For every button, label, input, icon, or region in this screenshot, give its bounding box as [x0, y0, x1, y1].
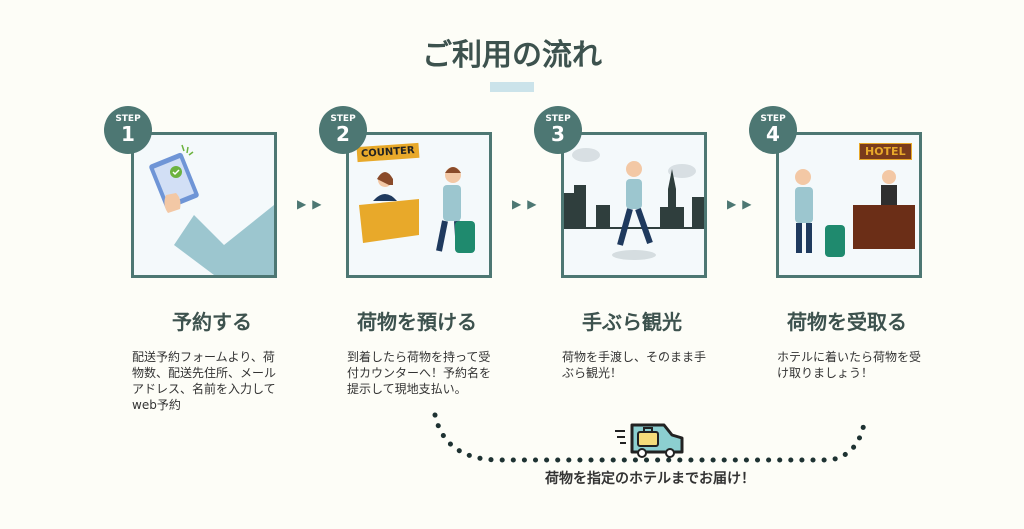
step-label: STEP [545, 114, 571, 124]
step-label: STEP [760, 114, 786, 124]
phone-hand-icon [149, 144, 274, 275]
step-4-title: 荷物を受取る [787, 310, 907, 334]
title-underline [490, 82, 534, 92]
page-title: ご利用の流れ [422, 38, 602, 73]
step-number: 4 [766, 122, 780, 146]
step-label: STEP [115, 114, 141, 124]
step-label: STEP [330, 114, 356, 124]
step-number: 1 [121, 122, 135, 146]
step-3-illustration [561, 132, 707, 278]
step-1-title: 予約する [172, 310, 252, 334]
arrow-icon: ▶▶ [512, 197, 543, 211]
hotel-reception-icon [795, 169, 915, 257]
delivery-caption: 荷物を指定のホテルまでお届け！ [545, 471, 755, 487]
step-1-desc: 配送予約フォームより、荷物数、配送先住所、メールアドレス、名前を入力してweb予… [132, 350, 277, 412]
step-4-desc: ホテルに着いたら荷物を受け取りましょう！ [777, 350, 922, 380]
truck-icon [615, 423, 684, 458]
arrow-icon: ▶▶ [297, 197, 328, 211]
arrow-icon: ▶▶ [727, 197, 758, 211]
hotel-sign: HOTEL [859, 143, 912, 160]
step-2-title: 荷物を預ける [357, 310, 477, 334]
step-2-desc: 到着したら荷物を持って受付カウンターへ！予約名を提示して現地支払い。 [347, 350, 492, 396]
step-1-illustration [131, 132, 277, 278]
step-number: 3 [551, 122, 565, 146]
step-2-illustration: COUNTER [346, 132, 492, 278]
sightseeing-city-icon [564, 148, 704, 260]
step-4-illustration: HOTEL [776, 132, 922, 278]
step-number: 2 [336, 122, 350, 146]
step-3-title: 手ぶら観光 [582, 310, 682, 334]
counter-person-icon [359, 167, 475, 253]
step-3-desc: 荷物を手渡し、そのまま手ぶら観光！ [562, 350, 707, 380]
